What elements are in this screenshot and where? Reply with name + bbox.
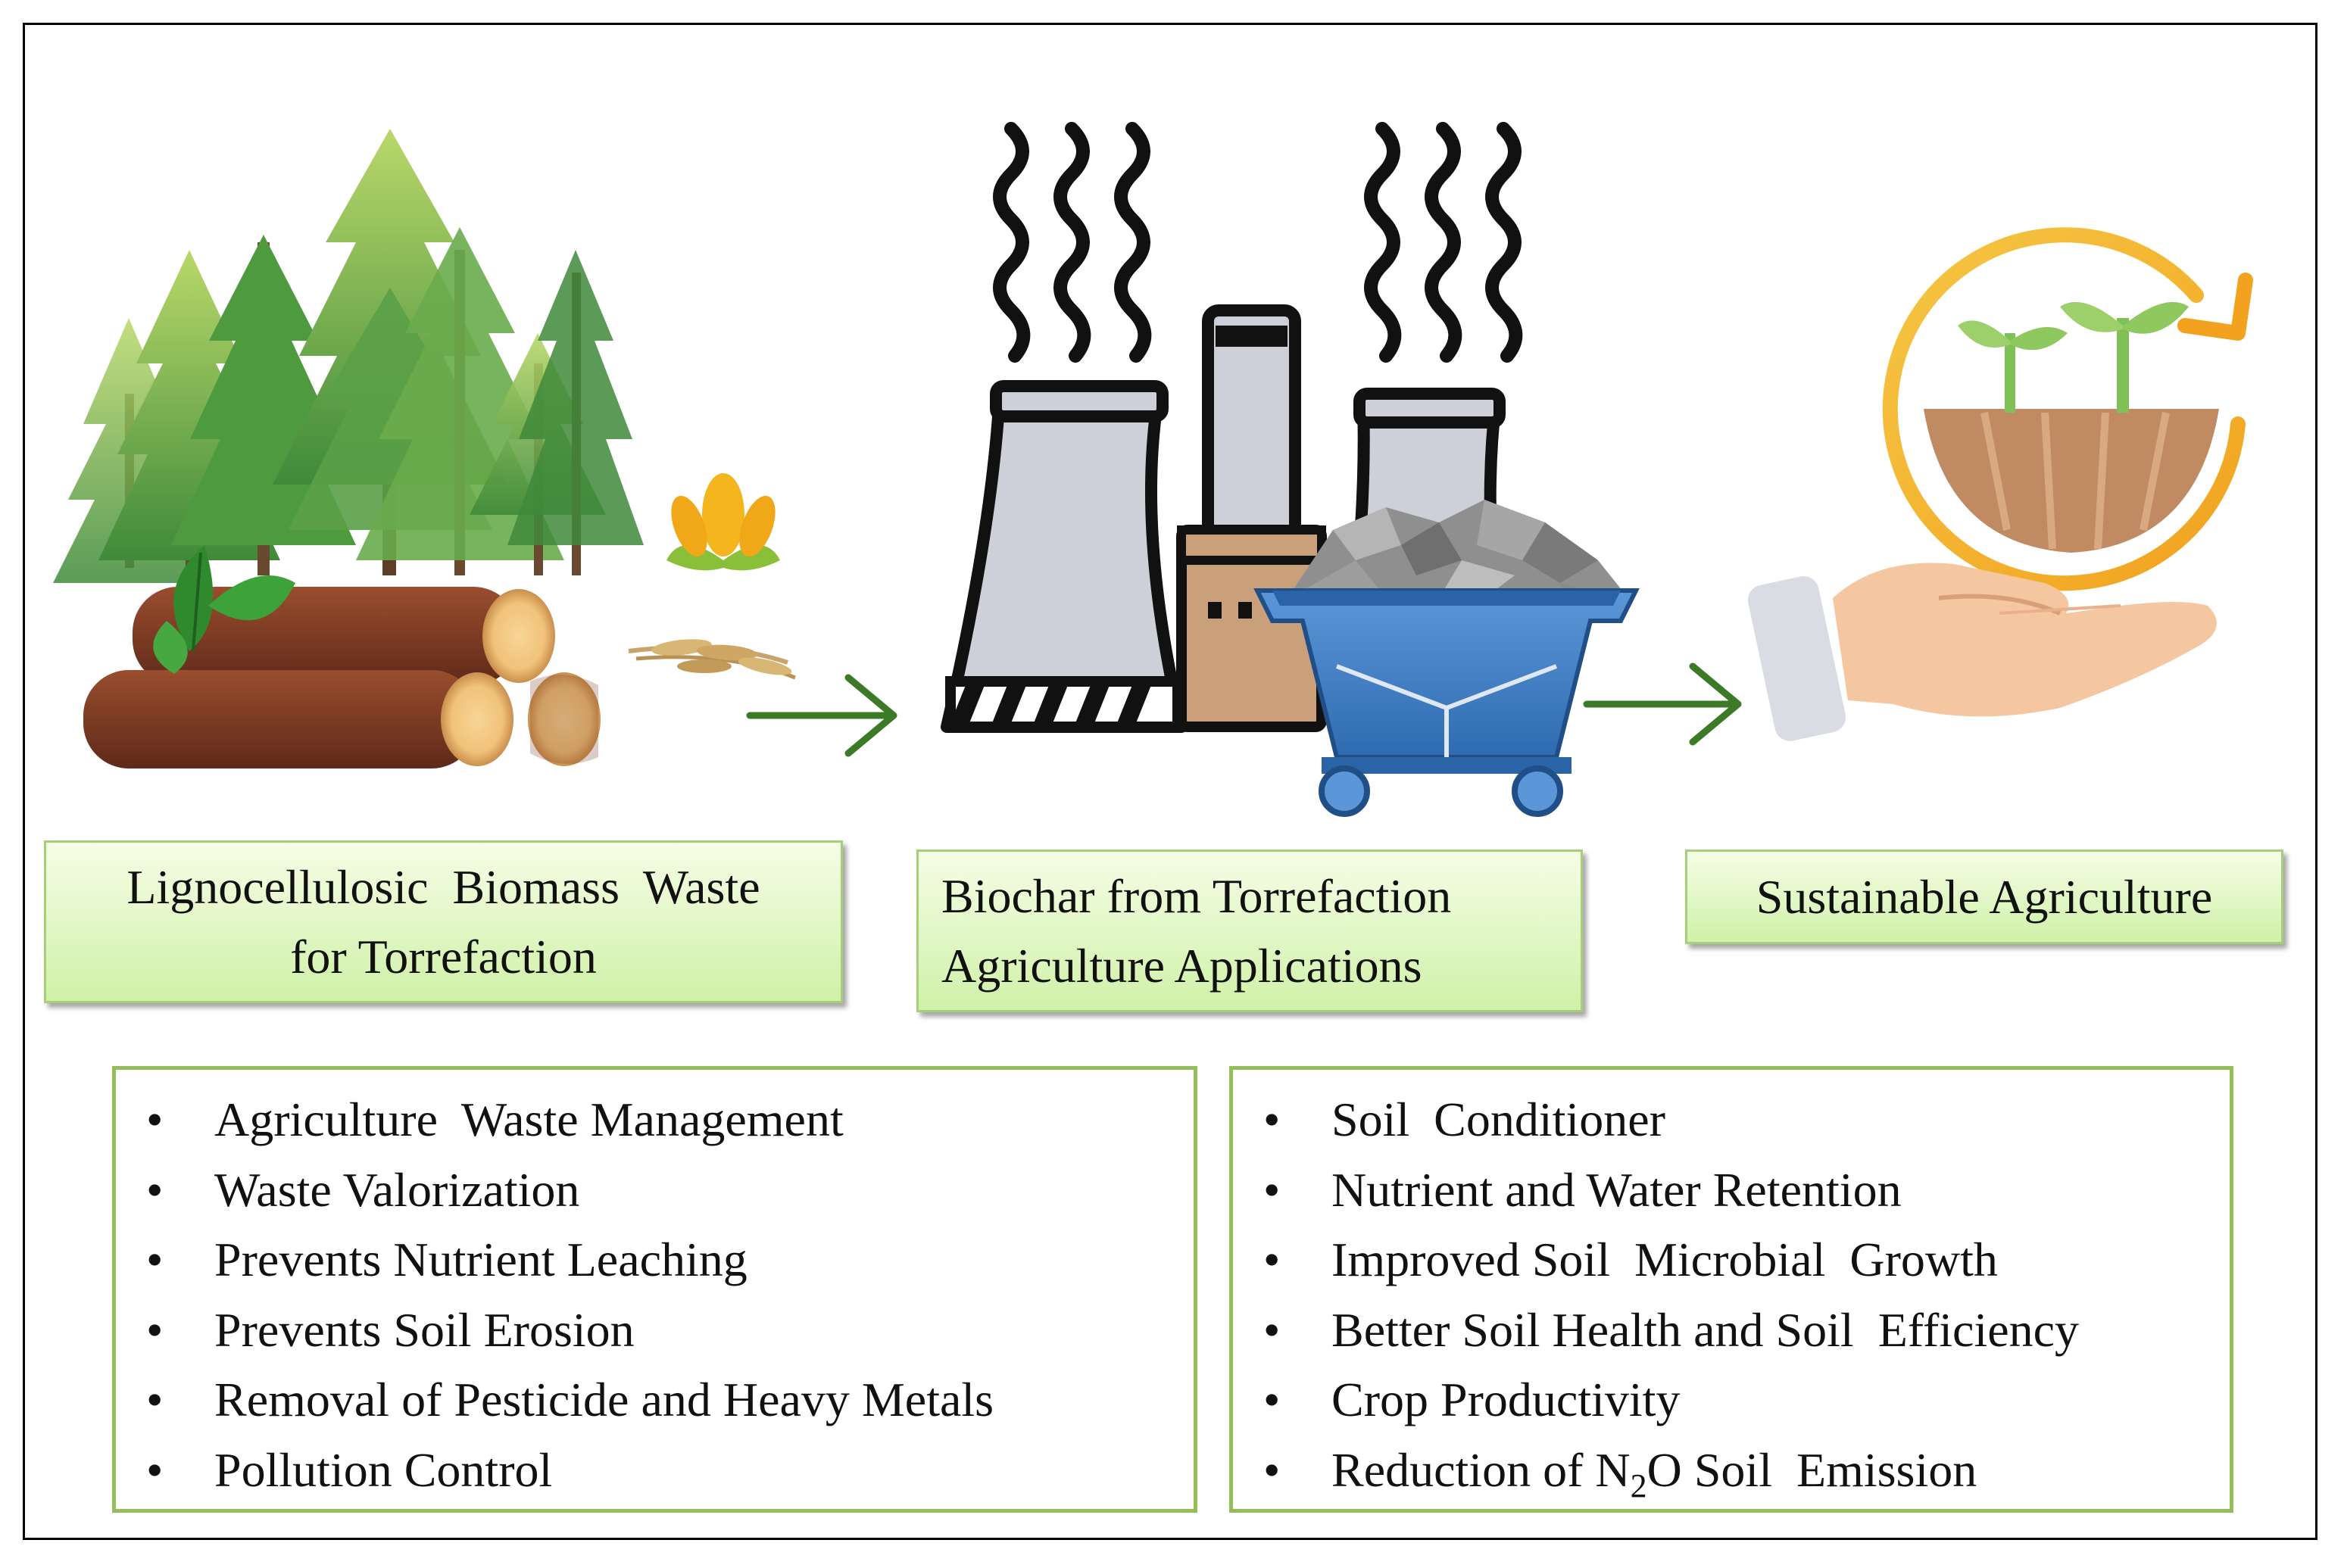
list-item: Agriculture Waste Management — [116, 1085, 1178, 1155]
emission-subscript: 2 — [1630, 1467, 1647, 1504]
emission-suffix: O Soil Emission — [1646, 1442, 1977, 1497]
list-item: Waste Valorization — [116, 1155, 1178, 1226]
corn-icon — [666, 473, 780, 571]
stage-label-biochar: Biochar from Torrefaction Agriculture Ap… — [916, 849, 1583, 1012]
wheat-icon — [628, 639, 796, 680]
stage-label-agriculture: Sustainable Agriculture — [1685, 849, 2283, 944]
mine-cart-icon — [1253, 588, 1640, 817]
emission-prefix: Reduction of N — [1331, 1442, 1631, 1497]
stage-label-line: for Torrefaction — [290, 929, 597, 984]
log-icon — [83, 587, 601, 768]
list-item: Removal of Pesticide and Heavy Metals — [116, 1365, 1178, 1436]
arrow-icon — [1583, 662, 1742, 746]
list-item: Pollution Control — [116, 1436, 1178, 1506]
list-item: Improved Soil Microbial Growth — [1233, 1225, 2214, 1295]
arrow-icon — [746, 674, 897, 757]
stage-label-line: Lignocellulosic Biomass Waste — [126, 859, 760, 914]
list-item: Crop Productivity — [1233, 1365, 2214, 1436]
stage-label-biomass: Lignocellulosic Biomass Waste for Torref… — [44, 840, 843, 1003]
benefits-list-right: Soil Conditioner Nutrient and Water Rete… — [1229, 1066, 2233, 1513]
factory-icon — [941, 304, 1513, 733]
benefits-list-left: Agriculture Waste Management Waste Valor… — [112, 1066, 1197, 1513]
list-item: Better Soil Health and Soil Efficiency — [1233, 1295, 2214, 1366]
stage-label-line: Sustainable Agriculture — [1756, 869, 2213, 924]
tree-icon — [53, 129, 644, 583]
hand-icon — [1747, 563, 2217, 741]
list-item-emission: Reduction of N2O Soil Emission — [1233, 1436, 2214, 1506]
sprout-icon — [1924, 301, 2219, 553]
cycle-arrow-icon — [1882, 227, 2253, 591]
leaf-icon — [153, 545, 295, 674]
stage-label-line: Agriculture Applications — [941, 938, 1422, 993]
biochar-icon — [1287, 500, 1628, 602]
list-item: Nutrient and Water Retention — [1233, 1155, 2214, 1226]
list-item: Prevents Nutrient Leaching — [116, 1225, 1178, 1295]
stage-label-line: Biochar from Torrefaction — [941, 868, 1452, 923]
list-item: Soil Conditioner — [1233, 1085, 2214, 1155]
smoke-icon — [993, 122, 1523, 363]
list-item: Prevents Soil Erosion — [116, 1295, 1178, 1366]
